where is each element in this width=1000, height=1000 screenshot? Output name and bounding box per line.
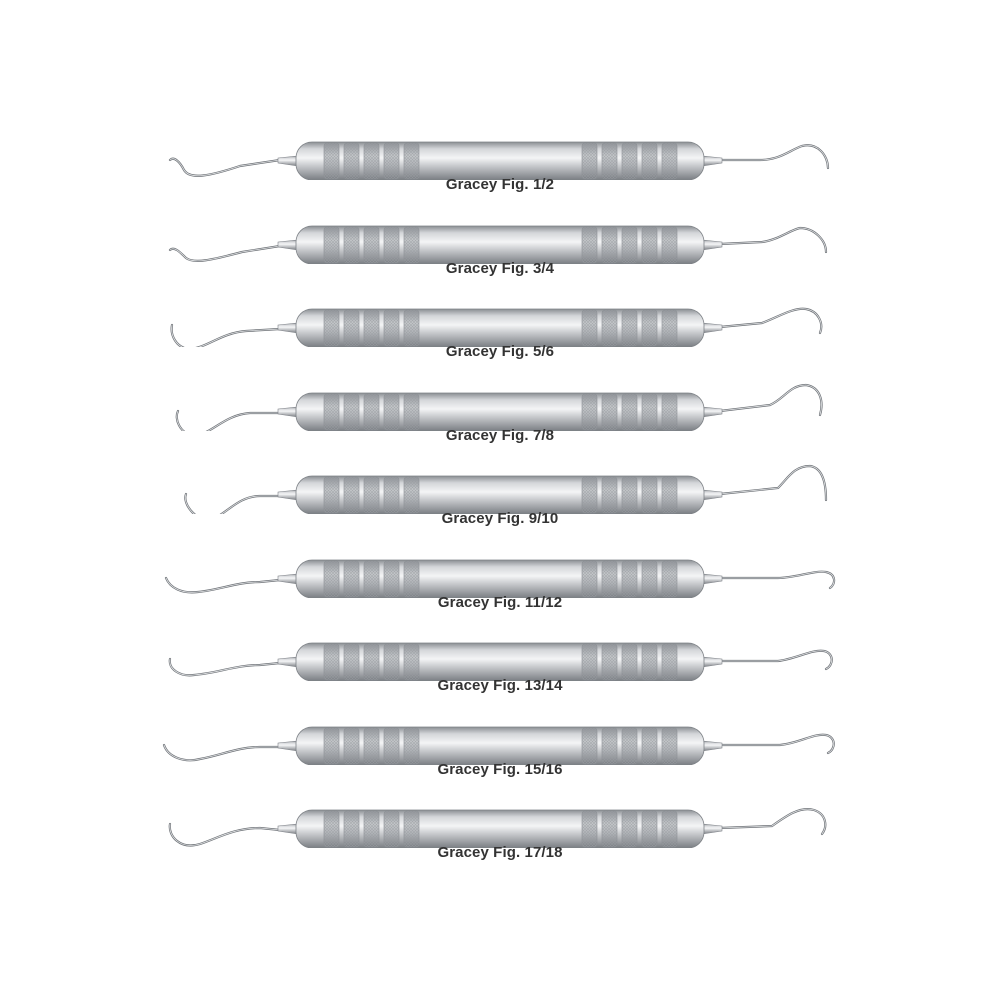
gracey-curette-1: Gracey Fig. 1/2 [150, 130, 850, 210]
gracey-curette-3: Gracey Fig. 5/6 [150, 297, 850, 377]
gracey-curette-9: Gracey Fig. 17/18 [150, 798, 850, 878]
instrument-label: Gracey Fig. 3/4 [445, 259, 555, 277]
right-working-end [718, 226, 828, 253]
left-working-end [164, 576, 282, 593]
right-working-end [718, 808, 827, 836]
right-working-end [718, 307, 823, 335]
gracey-curette-6: Gracey Fig. 11/12 [150, 548, 850, 628]
gracey-curette-2: Gracey Fig. 3/4 [150, 214, 850, 294]
gracey-curette-icon [175, 383, 823, 431]
right-working-end [718, 383, 823, 416]
gracey-curette-5: Gracey Fig. 9/10 [150, 464, 850, 544]
right-working-end [718, 649, 833, 671]
gracey-curette-icon [168, 141, 830, 180]
instrument-label: Gracey Fig. 7/8 [445, 426, 555, 444]
instrument-label: Gracey Fig. 17/18 [437, 844, 563, 861]
instrument-label: Gracey Fig. 9/10 [441, 510, 559, 527]
gracey-curette-icon [162, 726, 835, 765]
right-working-end [718, 464, 828, 502]
right-working-end [718, 570, 836, 589]
gracey-curette-icon [164, 559, 836, 598]
instrument-label: Gracey Fig. 11/12 [437, 593, 563, 611]
gracey-curette-7: Gracey Fig. 13/14 [150, 631, 850, 711]
right-working-end [718, 144, 830, 170]
gracey-curette-8: Gracey Fig. 15/16 [150, 715, 850, 795]
gracey-curette-icon [168, 808, 827, 848]
right-working-end [718, 733, 835, 754]
gracey-curette-icon [170, 307, 823, 347]
gracey-curette-icon [168, 225, 828, 264]
instrument-label: Gracey Fig. 1/2 [445, 176, 555, 193]
gracey-curette-4: Gracey Fig. 7/8 [150, 381, 850, 461]
left-working-end [168, 657, 282, 677]
gracey-curette-icon [184, 464, 828, 514]
instrument-label: Gracey Fig. 15/16 [437, 760, 563, 778]
gracey-curette-icon [168, 642, 833, 681]
instrument-label: Gracey Fig. 13/14 [437, 677, 563, 694]
instrument-label: Gracey Fig. 5/6 [445, 343, 555, 360]
